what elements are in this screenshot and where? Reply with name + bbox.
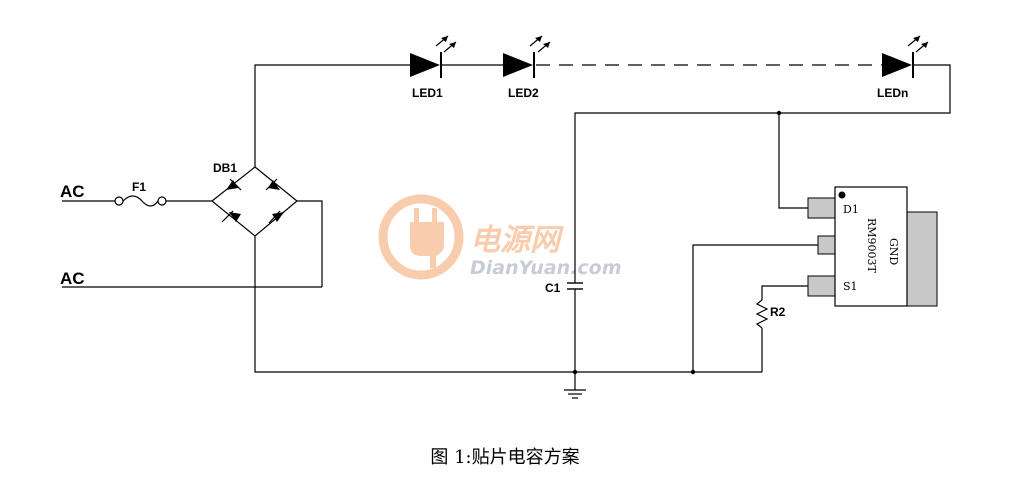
ground-symbol: [564, 389, 586, 399]
ac-top-label: AC: [60, 182, 85, 201]
pin-gnd-label: GND: [887, 238, 900, 265]
capacitor-label: C1: [545, 281, 561, 295]
junction-dot: [572, 369, 578, 375]
ac-bottom-label: AC: [60, 269, 85, 288]
resistor-r2: [755, 299, 769, 329]
led1-label: LED1: [412, 86, 443, 100]
watermark: 电源网 DianYuan.com: [378, 194, 622, 280]
led2: [503, 35, 551, 78]
led1: [410, 35, 457, 78]
bridge-label: DB1: [213, 161, 237, 175]
fuse-label: F1: [132, 180, 146, 194]
pin-s1-label: S1: [843, 280, 858, 293]
led2-label: LED2: [508, 86, 539, 100]
fuse-f1: [114, 195, 167, 207]
bridge-rectifier-db1: [211, 166, 298, 237]
led-n: [882, 35, 929, 78]
chip-rm9003t: D1 S1 RM9003T GND: [807, 186, 938, 307]
resistor-label: R2: [770, 305, 786, 319]
watermark-brand-cn: 电源网: [470, 223, 564, 258]
figure-caption: 图 1:贴片电容方案: [430, 447, 580, 468]
watermark-plug-icon: [378, 194, 464, 280]
junction-dot: [690, 369, 696, 375]
ledn-label: LEDn: [877, 86, 908, 100]
watermark-brand-en: DianYuan.com: [470, 257, 622, 279]
chip-part-label: RM9003T: [865, 218, 878, 274]
pin-d1-label: D1: [843, 203, 859, 216]
capacitor-c1: [567, 282, 583, 290]
